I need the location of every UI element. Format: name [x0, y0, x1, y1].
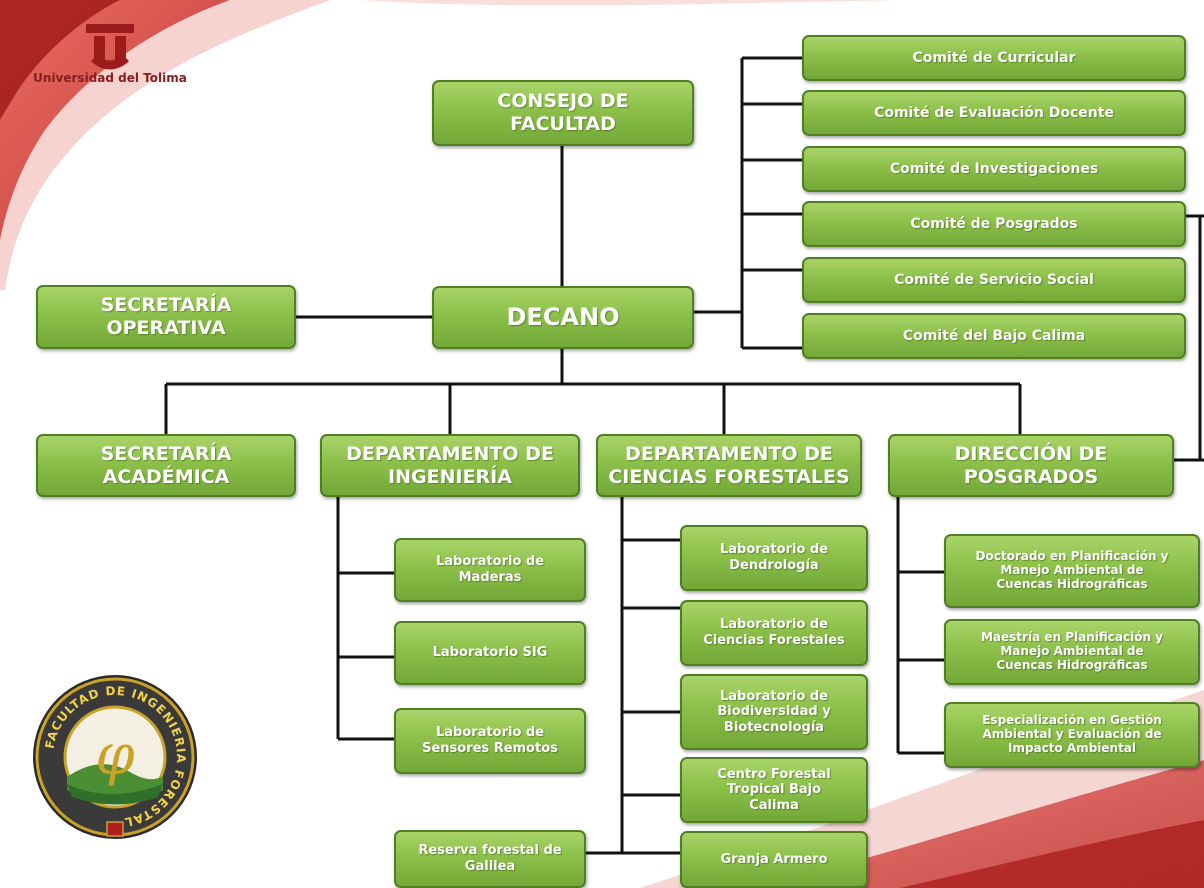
reserva-forestal-galilea-box: Reserva forestal de Galilea: [394, 830, 586, 888]
especializacion-box: Especialización en Gestión Ambiental y E…: [944, 702, 1200, 768]
committee-evaluacion-docente-box: Comité de Evaluación Docente: [802, 90, 1186, 136]
committee-posgrados-box: Comité de Posgrados: [802, 201, 1186, 247]
direccion-posgrados-box: DIRECCIÓN DE POSGRADOS: [888, 434, 1174, 497]
secretaria-operativa-box: SECRETARÍA OPERATIVA: [36, 285, 296, 349]
lab-sensores-remotos-box: Laboratorio de Sensores Remotos: [394, 708, 586, 774]
lab-biodiversidad-biotecnologia-box: Laboratorio de Biodiversidad y Biotecnol…: [680, 674, 868, 750]
faculty-seal-icon: φ FACULTAD DE INGENIERIA FORESTAL: [33, 675, 197, 839]
decano-box: DECANO: [432, 286, 694, 349]
centro-forestal-bajo-calima-box: Centro Forestal Tropical Bajo Calima: [680, 757, 868, 823]
departamento-ingenieria-box: DEPARTAMENTO DE INGENIERÍA: [320, 434, 580, 497]
granja-armero-box: Granja Armero: [680, 831, 868, 888]
svg-text:φ: φ: [95, 723, 134, 788]
committee-investigaciones-box: Comité de Investigaciones: [802, 146, 1186, 192]
lab-maderas-box: Laboratorio de Maderas: [394, 538, 586, 602]
departamento-ciencias-forestales-box: DEPARTAMENTO DE CIENCIAS FORESTALES: [596, 434, 862, 497]
university-logo: Universidad del Tolima: [10, 22, 210, 85]
lab-ciencias-forestales-box: Laboratorio de Ciencias Forestales: [680, 600, 868, 666]
lab-dendrologia-box: Laboratorio de Dendrología: [680, 525, 868, 591]
ut-logo-icon: [86, 24, 134, 70]
lab-sig-box: Laboratorio SIG: [394, 621, 586, 685]
university-name: Universidad del Tolima: [33, 71, 187, 85]
consejo-de-facultad-box: CONSEJO DE FACULTAD: [432, 80, 694, 146]
maestria-box: Maestría en Planificación y Manejo Ambie…: [944, 619, 1200, 685]
committee-servicio-social-box: Comité de Servicio Social: [802, 257, 1186, 303]
doctorado-box: Doctorado en Planificación y Manejo Ambi…: [944, 534, 1200, 608]
committee-curricular-box: Comité de Curricular: [802, 35, 1186, 81]
committee-bajo-calima-box: Comité del Bajo Calima: [802, 313, 1186, 359]
secretaria-academica-box: SECRETARÍA ACADÉMICA: [36, 434, 296, 497]
